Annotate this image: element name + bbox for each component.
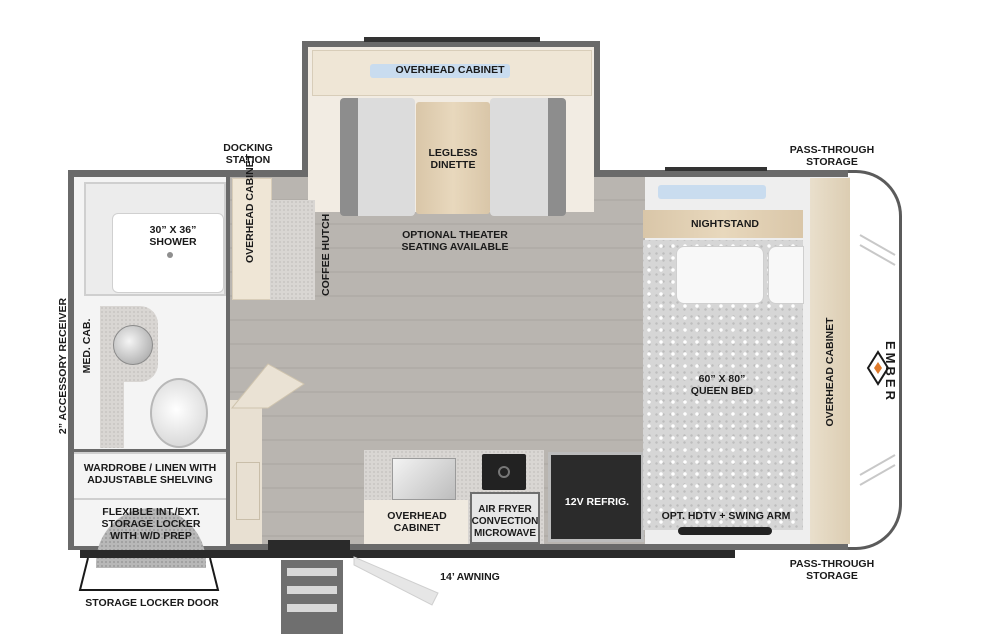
dinette-table [416, 102, 490, 214]
overhead-cabinet-top-label: OVERHEAD CABINET [395, 64, 505, 76]
queen-bed-label: 60” X 80” QUEEN BED [690, 373, 754, 397]
microwave [470, 492, 540, 544]
shower-label: 30” X 36” SHOWER [149, 224, 197, 248]
dinette-seat-left [340, 98, 415, 216]
storage-locker-door-label: STORAGE LOCKER DOOR [85, 597, 219, 609]
kitchen-overhead-cabinet [364, 500, 468, 544]
dinette-seat-right [490, 98, 566, 216]
kitchen-overhead-cabinet-label: OVERHEAD CABINET [387, 510, 447, 534]
bath-overhead-cabinet-label: OVERHEAD CABINET [244, 153, 256, 263]
pillow-left [676, 246, 764, 304]
slideout-topper [364, 37, 540, 42]
optional-theater-label: OPTIONAL THEATER SEATING AVAILABLE [401, 229, 509, 253]
overhead-cabinet-light [370, 64, 510, 78]
entry-cabinet [230, 400, 262, 544]
wardrobe [74, 452, 226, 498]
front-cap-stripes [859, 234, 896, 486]
shower-pan [112, 213, 224, 293]
entry-cabinet-door [236, 462, 260, 520]
bath-side-counter [100, 382, 124, 448]
hdtv-bar [678, 527, 772, 535]
nightstand-label: NIGHTSTAND [690, 218, 760, 230]
front-cap [848, 170, 902, 550]
entry-door-top [268, 540, 350, 550]
refrigerator-label: 12V REFRIG. [564, 496, 630, 508]
burner-icon [498, 466, 510, 478]
med-cab-label: MED. CAB. [81, 318, 93, 374]
refrigerator [548, 452, 644, 542]
hdtv-label: OPT. HDTV + SWING ARM [661, 510, 791, 522]
bedroom-overhead-cabinet [810, 178, 850, 544]
air-fryer-label: AIR FRYER CONVECTION MICROWAVE [471, 504, 539, 539]
awning-rail [80, 550, 735, 558]
storage-locker-label: FLEXIBLE INT./EXT. STORAGE LOCKER WITH W… [101, 506, 201, 542]
bedroom-overhead-cabinet-label: OVERHEAD CABINET [824, 317, 836, 427]
docking-station-label: DOCKING STATION [223, 142, 273, 166]
nightstand [643, 210, 803, 238]
coffee-hutch-label: COFFEE HUTCH [320, 213, 332, 296]
pass-through-storage-top-label: PASS-THROUGH STORAGE [789, 144, 875, 168]
awning-label: 14’ AWNING [440, 571, 500, 583]
wardrobe-label: WARDROBE / LINEN WITH ADJUSTABLE SHELVIN… [83, 462, 217, 486]
pass-through-storage-bottom-label: PASS-THROUGH STORAGE [789, 558, 875, 582]
shower-drain-icon [167, 252, 173, 258]
pillow-right [768, 246, 804, 304]
bedroom-overhead-light [658, 185, 766, 199]
storage-locker-door [78, 557, 220, 591]
brand-logo-mark [866, 350, 890, 386]
toilet-icon [150, 378, 208, 448]
sink-icon [113, 325, 153, 365]
coffee-hutch [270, 200, 315, 300]
entry-wall-angle [230, 363, 305, 409]
entry-door-swing [353, 556, 439, 606]
roof-vent-bar [665, 167, 767, 171]
legless-dinette-label: LEGLESS DINETTE [428, 147, 478, 171]
kitchen-sink-icon [392, 458, 456, 500]
bath-overhead-cabinet [232, 178, 272, 300]
entry-steps [281, 560, 343, 634]
accessory-receiver-label: 2” ACCESSORY RECEIVER [57, 297, 69, 435]
